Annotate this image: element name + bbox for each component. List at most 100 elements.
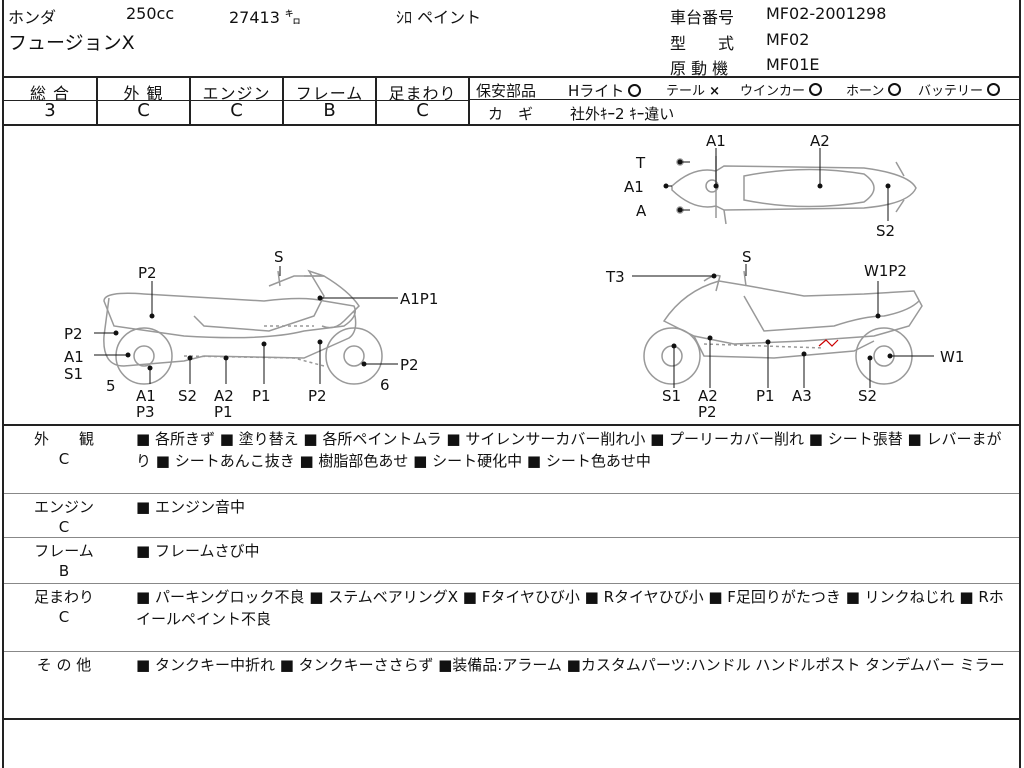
diagram-label: P1 xyxy=(756,387,775,405)
horn-item: ホーン xyxy=(846,80,902,99)
diagram-label: A2 xyxy=(698,387,718,405)
section-other: そ の 他 ■ タンクキー中折れ ■ タンクキーささらず ■装備品:アラーム ■… xyxy=(4,652,1019,720)
type-value: MF02 xyxy=(766,30,810,49)
ok-circle-icon xyxy=(987,83,1001,96)
key-label: カ ギ xyxy=(488,105,534,123)
section-key: そ の 他 xyxy=(36,656,92,674)
diagram-label: T xyxy=(635,154,646,172)
grade-frame: フレーム B xyxy=(284,78,377,124)
diagram-label: A1 xyxy=(706,132,726,150)
header: ホンダ 250cc 27413 ㌔ ｼﾛ ペイント フュージョンX 車台番号 M… xyxy=(4,0,1019,78)
diagram-label: A2 xyxy=(214,387,234,405)
section-key: フレーム xyxy=(34,542,94,560)
ng-cross-icon: × xyxy=(709,84,721,99)
grade-label: 足まわり xyxy=(388,84,457,103)
diagram-label: A1P1 xyxy=(400,290,438,308)
battery-item: バッテリー xyxy=(918,80,1001,99)
displacement: 250cc xyxy=(126,4,175,23)
grade-engine: エンジン C xyxy=(191,78,284,124)
left-view-body xyxy=(103,292,356,339)
section-key: 足まわり xyxy=(33,588,94,606)
diagram-label: S2 xyxy=(876,222,895,240)
diagram-label: P1 xyxy=(214,403,233,421)
section-frame: フレーム B ■ フレームさび中 xyxy=(4,538,1019,584)
section-engine: エンジン C ■ エンジン音中 xyxy=(4,494,1019,538)
section-text: ■ フレームさび中 xyxy=(136,542,260,560)
diagram-label: P2 xyxy=(64,325,83,343)
section-key: エンジン xyxy=(33,498,94,516)
diagram-label: A1 xyxy=(624,178,644,196)
diagram-label: 6 xyxy=(380,376,390,394)
section-text: ■ エンジン音中 xyxy=(136,498,245,516)
grade-suspension: 足まわり C xyxy=(377,78,470,124)
diagram-label: P3 xyxy=(136,403,155,421)
section-exterior: 外 観 C ■ 各所きず ■ 塗り替え ■ 各所ペイントムラ ■ サイレンサーカ… xyxy=(4,426,1019,494)
frame-no: MF02-2001298 xyxy=(766,4,887,23)
headlight-label: Hライト xyxy=(568,82,625,100)
scooter-diagram: T A1 A A1 A2 S2 S P2 A1P1 P2 A1 S1 5 A1 … xyxy=(64,132,964,421)
winker-item: ウインカー xyxy=(740,80,823,99)
diagram-label: A3 xyxy=(792,387,812,405)
diagram-label: P2 xyxy=(138,264,157,282)
diagram-label: 5 xyxy=(106,377,116,395)
winker-label: ウインカー xyxy=(740,84,806,99)
headlight-item: Hライト xyxy=(568,80,642,101)
grade-value: 3 xyxy=(44,100,56,121)
section-text: ■ パーキングロック不良 ■ ステムベアリングX ■ Fタイヤひび小 ■ Rタイ… xyxy=(136,588,1004,628)
diagram-label: A1 xyxy=(64,348,84,366)
diagram-label: P2 xyxy=(400,356,419,374)
grade-label: エンジン xyxy=(202,84,271,103)
diagram-label: A1 xyxy=(136,387,156,405)
grade-row: 総 合 3 外 観 C エンジン C フレーム B 足まわり C 保安部品 xyxy=(4,78,1019,126)
section-grade: C xyxy=(58,518,70,536)
frame-no-label: 車台番号 xyxy=(670,8,735,27)
damage-diagram: T A1 A A1 A2 S2 S P2 A1P1 P2 A1 S1 5 A1 … xyxy=(4,126,1019,426)
key-value: 社外ｷｰ2 ｷｰ違い xyxy=(570,105,675,123)
grade-overall: 総 合 3 xyxy=(4,78,98,124)
grade-value: C xyxy=(230,100,243,121)
section-suspension: 足まわり C ■ パーキングロック不良 ■ ステムベアリングX ■ Fタイヤひび… xyxy=(4,584,1019,652)
type-label: 型 式 xyxy=(670,34,735,53)
diagram-label: W1P2 xyxy=(864,262,907,280)
diagram-label: A xyxy=(636,202,647,220)
safety-row: 保安部品 Hライト テール × ウインカー ホーン バッテリー xyxy=(470,78,1019,100)
section-grade: C xyxy=(58,450,70,468)
ok-circle-icon xyxy=(628,84,642,97)
color: ｼﾛ ペイント xyxy=(396,8,482,27)
engine-label: 原 動 機 xyxy=(670,59,729,78)
diagram-label: S xyxy=(742,248,752,266)
maker: ホンダ xyxy=(8,8,57,27)
grade-value: C xyxy=(137,100,150,121)
diagram-label: P2 xyxy=(308,387,327,405)
diagram-label: P1 xyxy=(252,387,271,405)
right-view-body xyxy=(662,280,923,345)
engine-value: MF01E xyxy=(766,55,820,74)
safety-title: 保安部品 xyxy=(476,82,537,100)
diagram-label: S xyxy=(274,248,284,266)
right-front-wheel xyxy=(643,327,701,385)
diagram-label: S1 xyxy=(64,365,83,383)
section-grade: B xyxy=(58,562,70,580)
safety-parts: 保安部品 Hライト テール × ウインカー ホーン バッテリー カ ギ 社外ｷｰ… xyxy=(470,78,1019,124)
grade-value: C xyxy=(416,100,429,121)
section-text: ■ 各所きず ■ 塗り替え ■ 各所ペイントムラ ■ サイレンサーカバー削れ小 … xyxy=(136,430,1002,470)
ok-circle-icon xyxy=(809,83,823,96)
grade-label: 外 観 xyxy=(123,84,164,103)
diagram-label: P2 xyxy=(698,403,717,421)
top-view-seat xyxy=(743,168,875,208)
diagram-label: T3 xyxy=(605,268,625,286)
diagram-label: S2 xyxy=(858,387,877,405)
tail-item: テール × xyxy=(666,80,720,99)
section-key: 外 観 xyxy=(33,430,94,448)
key-row: カ ギ 社外ｷｰ2 ｷｰ違い xyxy=(470,101,1019,124)
diagram-label: S2 xyxy=(178,387,197,405)
mileage: 27413 ㌔ xyxy=(229,8,301,27)
grade-label: 総 合 xyxy=(29,84,71,103)
ok-circle-icon xyxy=(888,83,902,96)
grade-label: フレーム xyxy=(295,84,364,103)
diagram-label: W1 xyxy=(940,348,964,366)
left-rear-wheel xyxy=(325,327,383,385)
model-name: フュージョンX xyxy=(8,32,135,54)
section-grade: C xyxy=(58,608,70,626)
